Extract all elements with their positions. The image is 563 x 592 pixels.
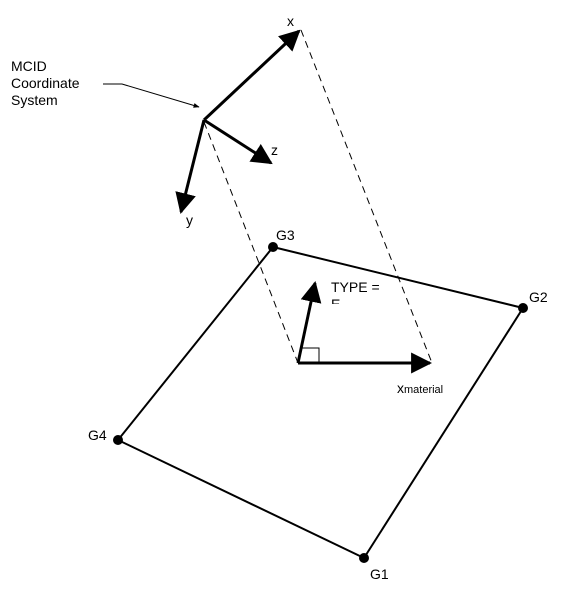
axis-label-y: y	[186, 212, 193, 228]
normal-arrow	[296, 280, 322, 364]
mcid-label-line3: System	[11, 92, 58, 108]
dashed-line-from-x-tip	[300, 29, 433, 364]
axis-label-z: z	[271, 142, 278, 158]
grid-point-g4	[113, 435, 123, 445]
element-outline	[117, 246, 524, 559]
mcid-axes	[175, 29, 301, 215]
grid-point-g2	[518, 303, 528, 313]
type-label: TYPE =	[331, 279, 380, 295]
edge-g3-g4	[117, 246, 274, 441]
x-material-label: xmaterial	[397, 380, 443, 396]
type-value-clipped: E	[331, 296, 340, 312]
projection-lines	[203, 29, 433, 364]
mcid-label-line1: MCID	[11, 58, 47, 74]
mcid-label-line2: Coordinate	[11, 75, 80, 91]
grid-point-g3	[268, 242, 278, 252]
grid-point-g1	[359, 553, 369, 563]
material-axes	[296, 280, 433, 374]
grid-label-g1: G1	[370, 566, 389, 582]
right-angle-marker	[302, 347, 320, 363]
mcid-z-axis-arrow	[203, 118, 273, 165]
grid-label-g2: G2	[529, 289, 548, 305]
mcid-leader-arrow	[103, 83, 200, 108]
edge-g1-g2	[363, 307, 524, 559]
axis-label-x: x	[287, 13, 294, 29]
mcid-x-axis-arrow	[202, 29, 301, 122]
grid-label-g4: G4	[88, 427, 107, 443]
edge-g4-g1	[117, 439, 365, 559]
mcid-y-axis-arrow	[175, 119, 206, 215]
grid-label-g3: G3	[276, 227, 295, 243]
